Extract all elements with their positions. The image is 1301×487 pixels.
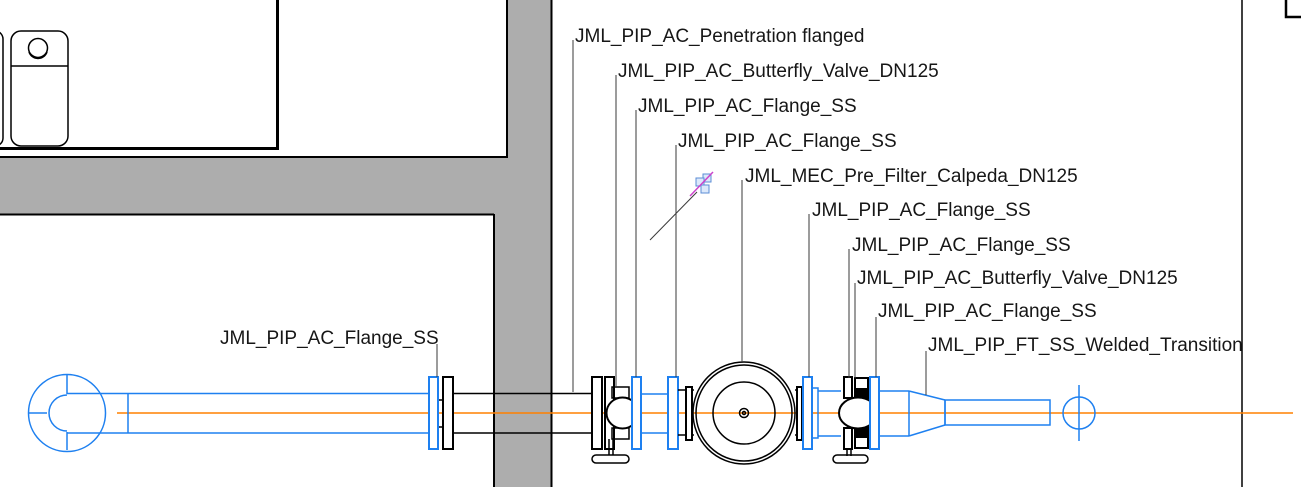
- annotation-label-flange-1[interactable]: JML_PIP_AC_Flange_SS: [638, 96, 857, 117]
- butterfly-valve-2[interactable]: [832, 376, 878, 464]
- annotation-label-flange-3[interactable]: JML_PIP_AC_Flange_SS: [812, 200, 1031, 221]
- flange-ss-filter-outlet[interactable]: [802, 376, 819, 450]
- penetration-flange[interactable]: [591, 376, 603, 450]
- pipe-segment-right[interactable]: [879, 390, 910, 437]
- leader-component-symbol: [649, 191, 698, 241]
- flange-ss-valve1-left[interactable]: [631, 376, 642, 450]
- 3d-cubes-with-slash-icon[interactable]: [689, 171, 714, 197]
- welded-transition[interactable]: [908, 390, 1051, 437]
- pipe-riser-fitting[interactable]: [1062, 385, 1096, 441]
- annotation-label-penetration[interactable]: JML_PIP_AC_Penetration flanged: [575, 26, 865, 47]
- pipe-spool-2[interactable]: [818, 390, 841, 437]
- annotation-label-butterfly-valve-2[interactable]: JML_PIP_AC_Butterfly_Valve_DN125: [857, 268, 1178, 289]
- annotation-label-butterfly-valve-1[interactable]: JML_PIP_AC_Butterfly_Valve_DN125: [618, 61, 939, 82]
- annotation-label-transition[interactable]: JML_PIP_FT_SS_Welded_Transition: [928, 335, 1243, 356]
- annotation-label-flange-4[interactable]: JML_PIP_AC_Flange_SS: [852, 235, 1071, 256]
- pre-filter[interactable]: [678, 361, 804, 465]
- cropped-element-corner: [1284, 0, 1301, 19]
- annotation-label-flange-left[interactable]: JML_PIP_AC_Flange_SS: [220, 328, 439, 349]
- annotation-label-flange-2[interactable]: JML_PIP_AC_Flange_SS: [678, 131, 897, 152]
- plumbing-fixture-partial[interactable]: [0, 31, 4, 146]
- leader-lines: [436, 40, 927, 395]
- wall-vertical[interactable]: [493, 0, 553, 487]
- annotation-label-pre-filter[interactable]: JML_MEC_Pre_Filter_Calpeda_DN125: [745, 166, 1078, 187]
- annotation-label-flange-5[interactable]: JML_PIP_AC_Flange_SS: [878, 301, 1097, 322]
- pipe-segment-left[interactable]: [67, 392, 429, 434]
- pipe-elbow-fitting[interactable]: [27, 373, 107, 453]
- butterfly-valve-1[interactable]: [591, 376, 640, 464]
- room-walls[interactable]: [0, 0, 279, 150]
- pipe-segment-through-wall[interactable]: [453, 392, 592, 434]
- flange-ss-left[interactable]: [428, 376, 454, 450]
- flange-ss-valve1-right[interactable]: [667, 376, 679, 450]
- pipe-spool-1[interactable]: [641, 393, 668, 434]
- flange-ss-valve2-right[interactable]: [869, 376, 880, 450]
- wall-horizontal[interactable]: [0, 156, 552, 216]
- plumbing-fixture[interactable]: [10, 30, 69, 147]
